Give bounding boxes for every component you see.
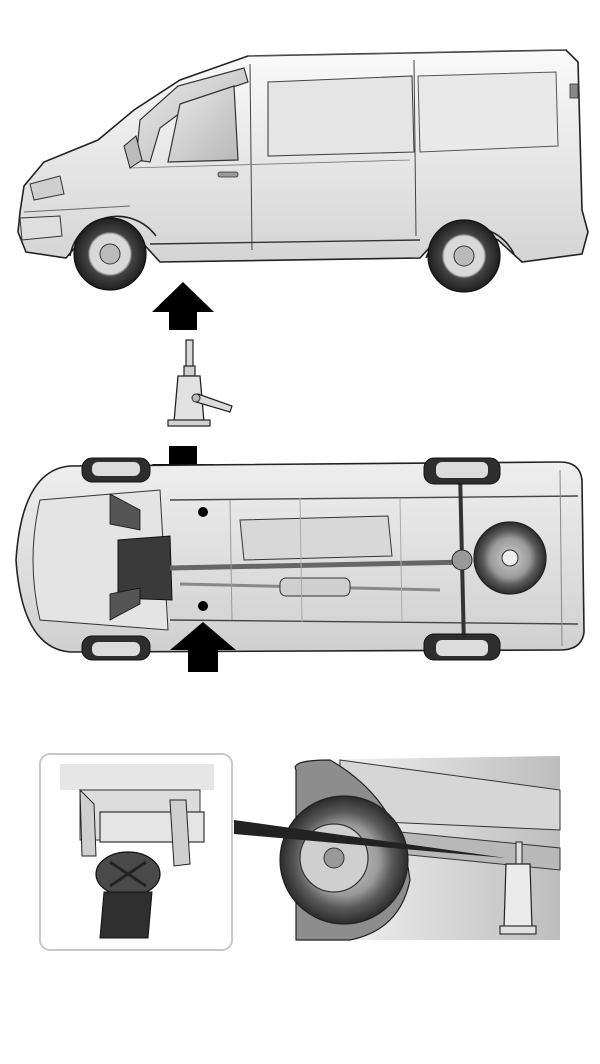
door-handle <box>217 171 239 178</box>
rear-wheel <box>425 219 515 293</box>
detail-inset <box>39 753 233 951</box>
jack-point-arrow-up-side <box>152 282 214 330</box>
muffler <box>279 577 351 597</box>
scissor-jack <box>167 339 233 427</box>
engine-crossmember <box>117 535 173 601</box>
cargo-panel <box>417 71 559 153</box>
van-underbody-view <box>15 457 585 661</box>
jack-point-arrow-up-underbody <box>170 622 236 672</box>
underbody-wheels <box>81 457 501 661</box>
van-side-view <box>17 49 589 293</box>
fuel-tank <box>239 515 393 561</box>
side-mirror <box>123 135 143 169</box>
callout-leader <box>234 820 506 858</box>
jack-point-dot-right <box>198 601 208 611</box>
headlight <box>29 175 65 201</box>
detail-jack <box>503 863 533 929</box>
cargo-window <box>267 75 415 157</box>
windshield <box>135 67 249 163</box>
front-wheel <box>69 215 157 291</box>
jack-point-dot-left <box>198 507 208 517</box>
door-window <box>167 85 239 163</box>
